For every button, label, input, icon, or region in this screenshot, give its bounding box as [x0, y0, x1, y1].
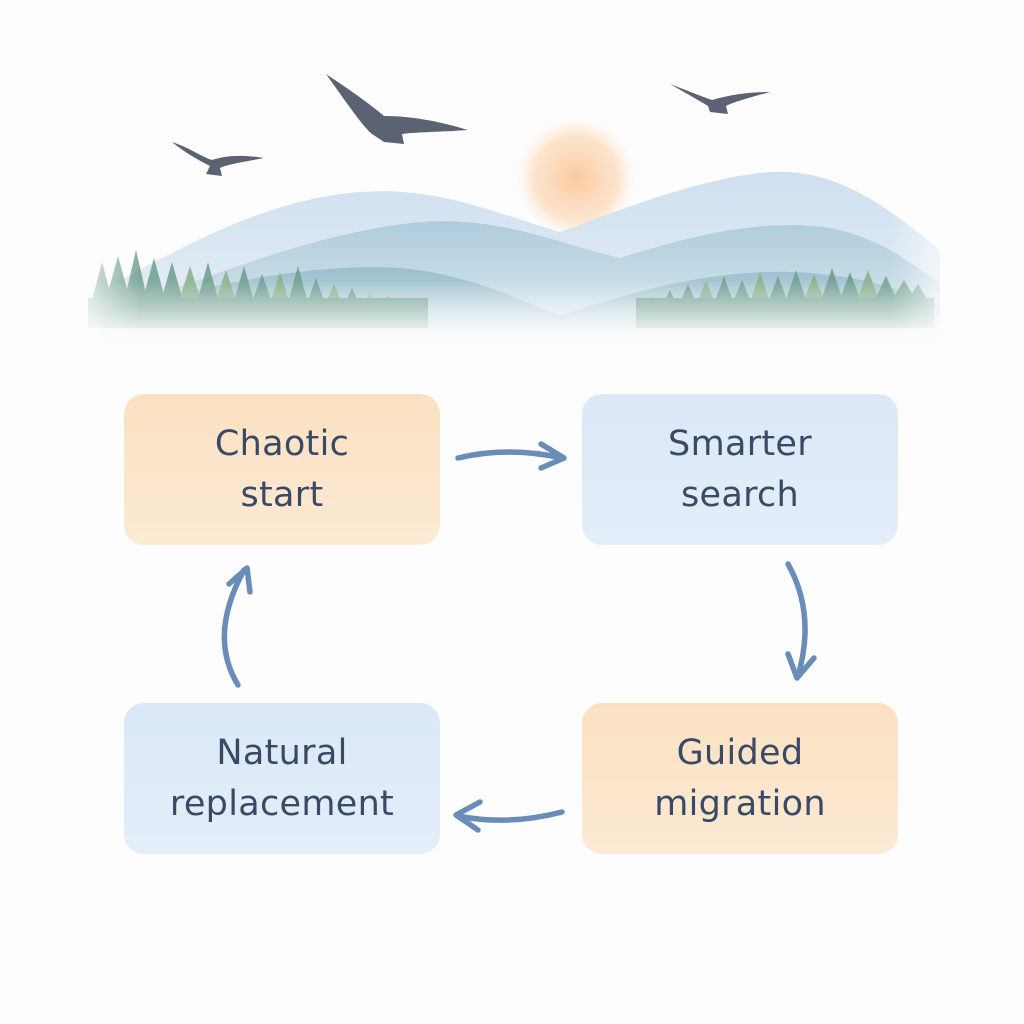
step-natural-replacement: Natural replacement: [124, 703, 440, 854]
step-smarter-search: Smarter search: [582, 394, 898, 545]
bird-icon: [172, 142, 264, 176]
step-label: Natural: [216, 732, 348, 773]
step-label: search: [680, 474, 800, 515]
arrow-icon: [785, 561, 817, 681]
bird-icon: [326, 74, 468, 144]
step-guided-migration: Guided migration: [582, 703, 898, 854]
step-label: start: [240, 474, 324, 515]
bird-icon: [670, 84, 770, 114]
arrow-icon: [455, 441, 567, 471]
step-chaotic-start: Chaotic start: [124, 394, 440, 545]
step-label: Chaotic: [214, 423, 350, 464]
step-label: replacement: [169, 783, 395, 824]
landscape-illustration: [60, 74, 970, 340]
arrow-icon: [453, 799, 565, 833]
step-label: migration: [654, 783, 826, 824]
sun-icon: [516, 118, 636, 238]
arrow-icon: [221, 565, 253, 688]
step-label: Smarter: [668, 423, 812, 464]
step-label: Guided: [676, 732, 804, 773]
